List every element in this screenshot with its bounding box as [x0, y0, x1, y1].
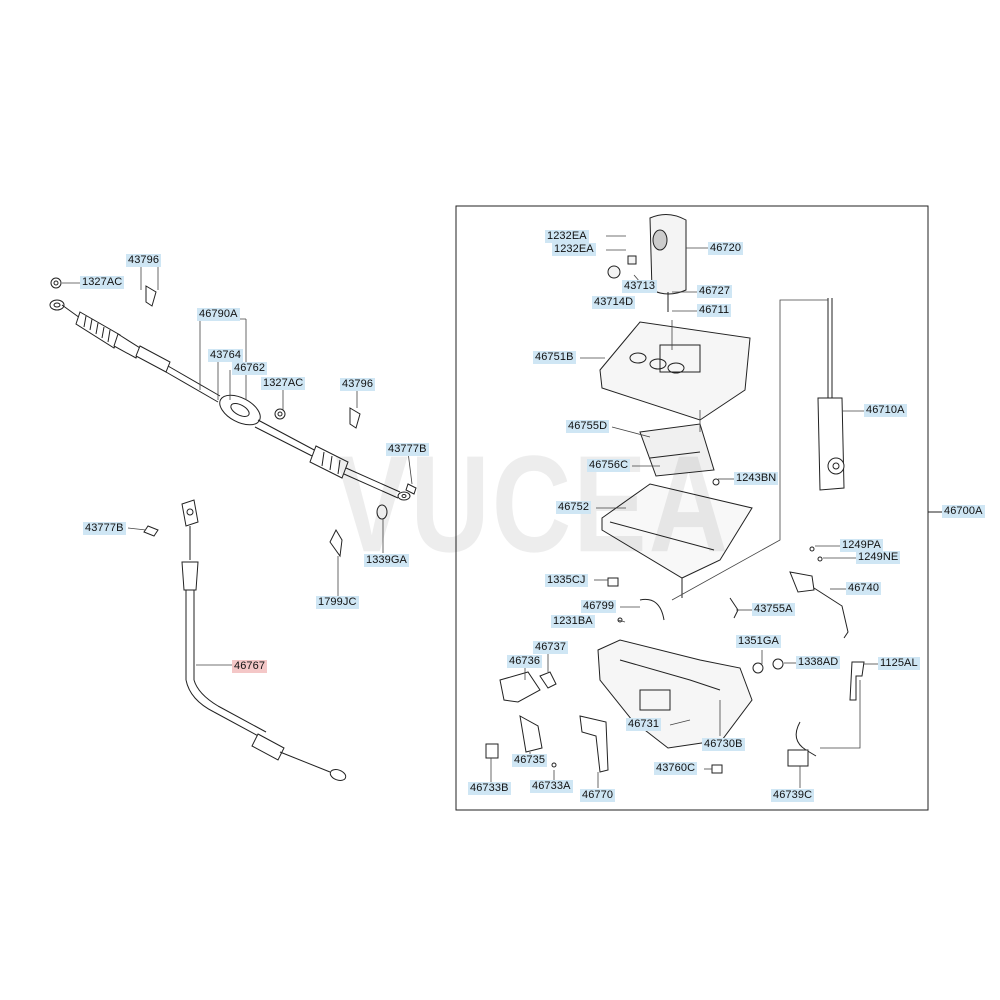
part-label-1249ne: 1249NE [856, 551, 901, 564]
part-label-46736: 46736 [507, 655, 543, 668]
shift-slide-plate [639, 423, 715, 477]
part-label-46767-highlighted: 46767 [232, 660, 268, 673]
part-label-46751b: 46751B [533, 351, 576, 364]
part-label-1249pa: 1249PA [840, 539, 883, 552]
part-label-1335cj: 1335CJ [545, 574, 588, 587]
part-label-46720: 46720 [708, 242, 744, 255]
part-label-1232ea: 1232EA [545, 230, 589, 243]
part-label-1799jc: 1799JC [316, 596, 359, 609]
part-label-1243bn: 1243BN [734, 472, 779, 485]
part-label-1232ea-2: 1232EA [552, 243, 596, 256]
part-label-43796-2: 43796 [340, 378, 376, 391]
part-label-1339ga: 1339GA [364, 554, 409, 567]
shift-lever [817, 298, 845, 491]
indicator-cover [599, 321, 751, 421]
part-label-1231ba: 1231BA [551, 615, 595, 628]
shift-cable-lower [143, 499, 347, 781]
part-label-1327ac: 1327AC [80, 276, 125, 289]
part-label-46799: 46799 [581, 600, 617, 613]
assembly-frame [455, 205, 929, 811]
part-label-43777b: 43777B [386, 443, 429, 456]
part-label-46740: 46740 [846, 582, 882, 595]
part-label-46710a: 46710A [864, 404, 907, 417]
shift-knob [607, 214, 687, 312]
part-label-46711: 46711 [697, 304, 732, 317]
part-label-1125al: 1125AL [878, 657, 920, 670]
part-label-46762: 46762 [232, 362, 268, 375]
part-label-46752: 46752 [556, 501, 592, 514]
part-label-46755d: 46755D [566, 420, 610, 433]
part-label-43777b-2: 43777B [83, 522, 126, 535]
part-label-43796: 43796 [126, 254, 162, 267]
part-label-46733b: 46733B [468, 782, 511, 795]
part-label-43764: 43764 [208, 349, 244, 362]
part-label-46735: 46735 [512, 754, 548, 767]
part-label-43760c: 43760C [654, 762, 698, 775]
part-label-46731: 46731 [626, 718, 662, 731]
part-label-46727: 46727 [697, 285, 733, 298]
shift-base [601, 483, 753, 598]
part-label-46733a: 46733A [530, 780, 573, 793]
lever-housing [597, 639, 753, 749]
part-label-46700a: 46700A [942, 505, 985, 518]
part-label-46730b: 46730B [702, 738, 745, 751]
part-label-43714d: 43714D [592, 296, 636, 309]
part-label-46756c: 46756C [587, 459, 631, 472]
part-label-1327ac-2: 1327AC [261, 377, 306, 390]
small-parts [485, 478, 865, 774]
shift-cable-upper [49, 277, 417, 558]
part-label-46737: 46737 [533, 641, 569, 654]
part-label-46790a: 46790A [197, 308, 240, 321]
part-label-43755a: 43755A [752, 603, 795, 616]
part-label-43713: 43713 [622, 280, 658, 293]
part-label-1351ga: 1351GA [736, 635, 781, 648]
part-label-1338ad: 1338AD [796, 656, 841, 669]
part-label-46770: 46770 [580, 789, 616, 802]
part-label-46739c: 46739C [771, 789, 815, 802]
